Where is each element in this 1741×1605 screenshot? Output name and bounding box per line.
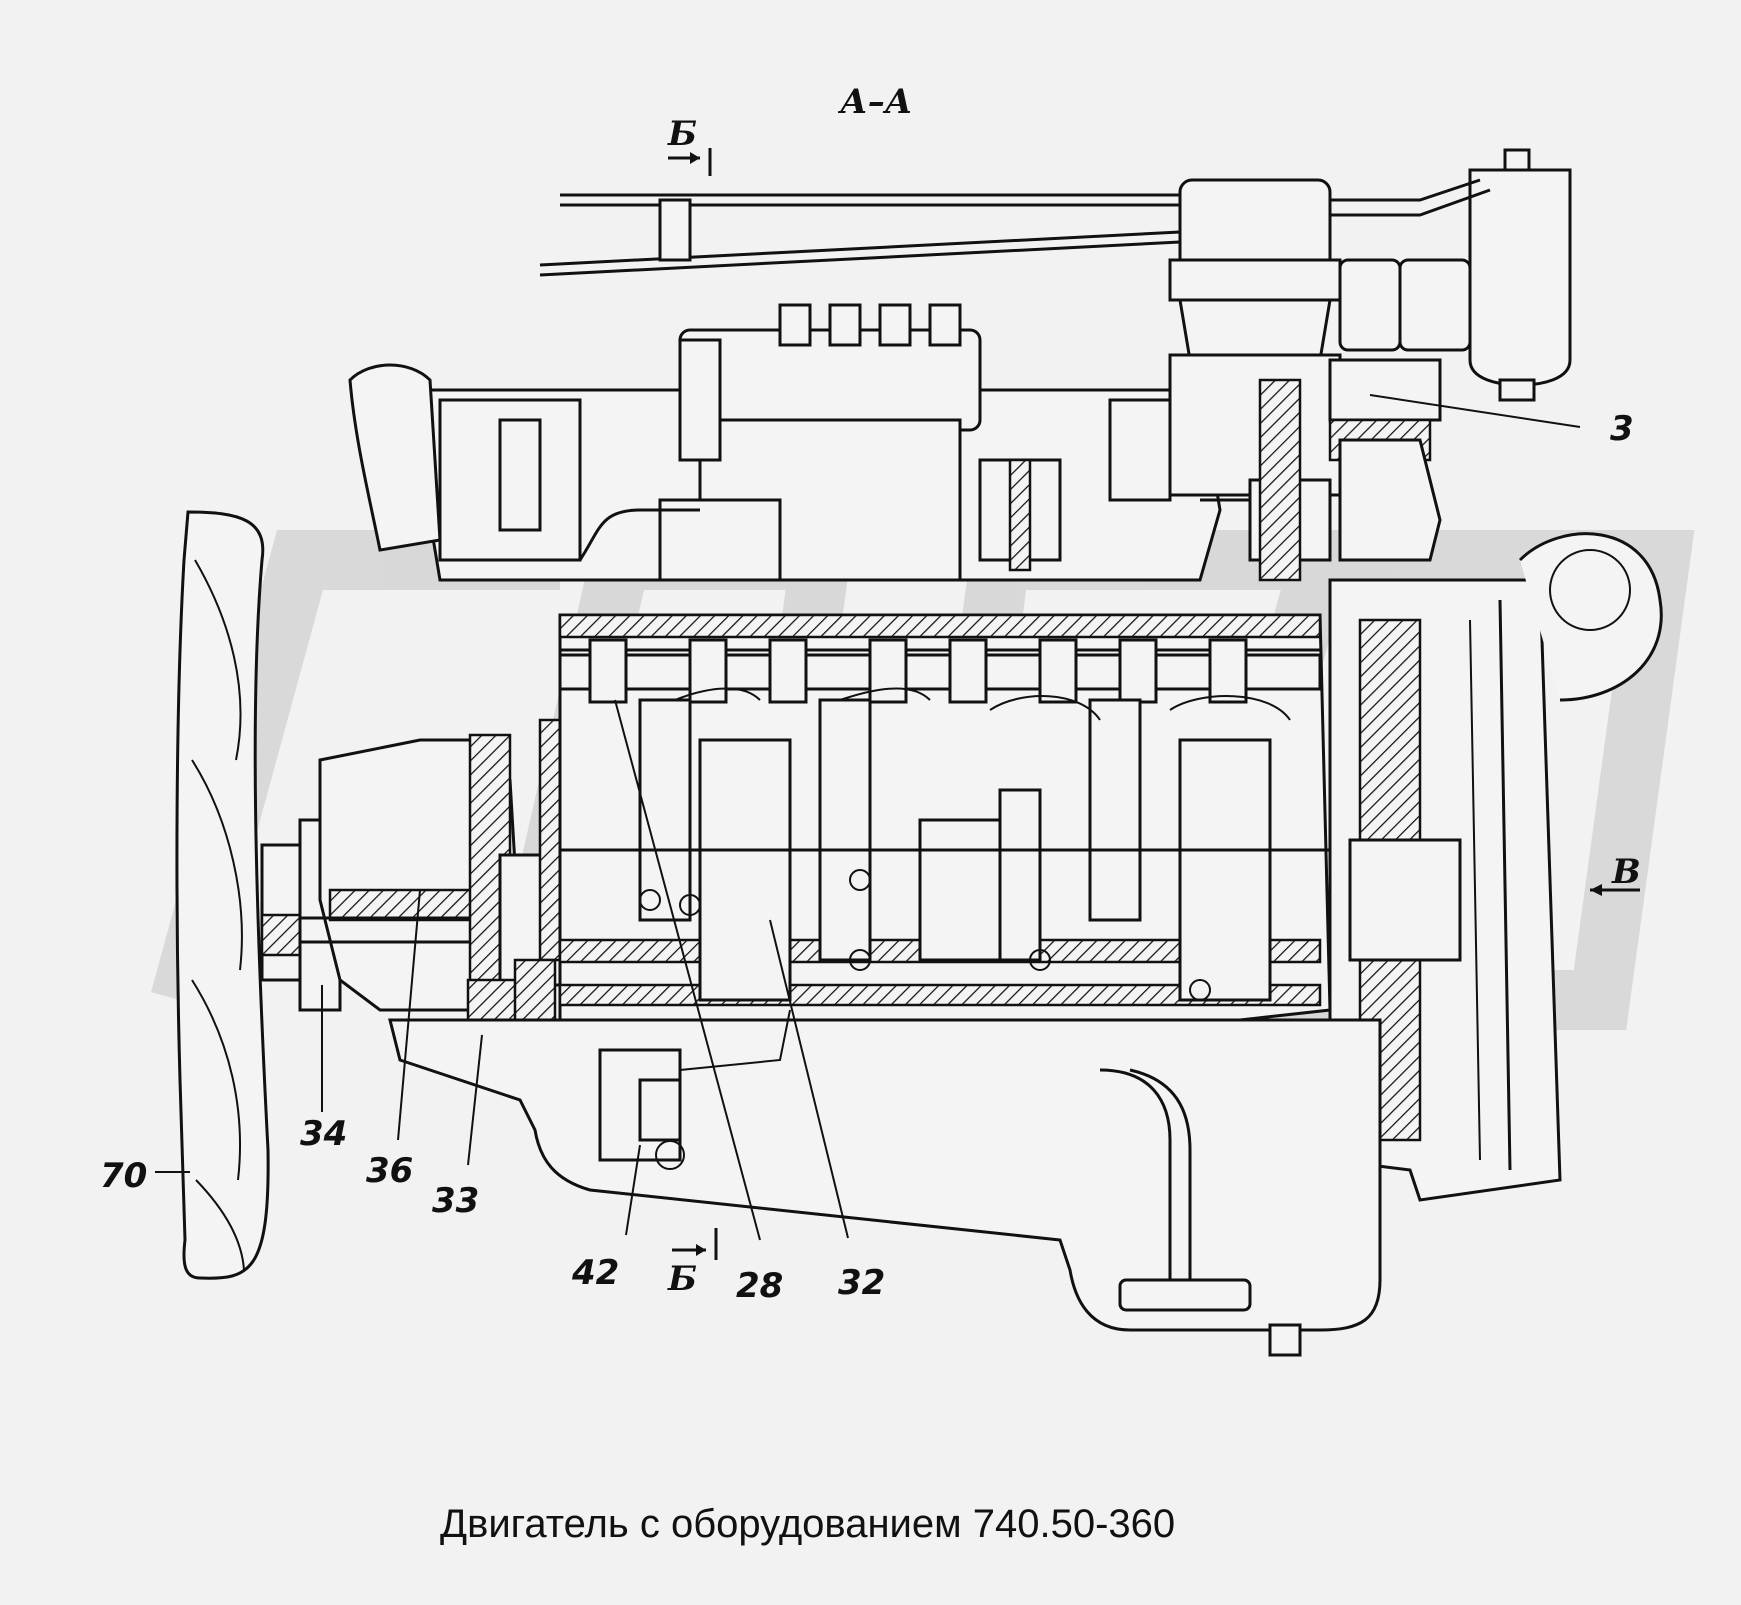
oil-sump: [388, 1018, 1382, 1357]
callout-3: 3: [1610, 409, 1634, 449]
callout-28: 28: [736, 1266, 783, 1306]
callout-42: 42: [571, 1253, 619, 1293]
flywheel-housing: [1328, 532, 1663, 1202]
engine-section-drawing: [155, 148, 1663, 1357]
callout-33: 33: [432, 1181, 479, 1221]
callout-32: 32: [838, 1263, 885, 1303]
diagram-caption: Двигатель с оборудованием 740.50-360: [440, 1502, 1175, 1546]
rear-drive: [1248, 378, 1442, 582]
camshaft: [558, 638, 1322, 704]
callout-70: 70: [100, 1156, 147, 1196]
leader-lines: [155, 394, 1581, 1241]
callout-34: 34: [300, 1114, 347, 1154]
section-mark-top: Б: [667, 114, 697, 154]
callout-36: 36: [366, 1151, 413, 1191]
fuel-injection-pump: [658, 303, 1062, 582]
section-arrows: [668, 148, 1640, 1260]
fan-blade: [175, 510, 270, 1280]
oil-pump: [598, 1009, 791, 1170]
fuel-filters: [1338, 148, 1572, 402]
section-mark-bottom: Б: [667, 1259, 697, 1299]
compressor: [1108, 178, 1442, 502]
crankshaft: [560, 687, 1330, 1061]
view-title: А–А: [837, 82, 912, 122]
section-mark-right: В: [1611, 852, 1641, 892]
fuel-lines: [539, 178, 1491, 561]
